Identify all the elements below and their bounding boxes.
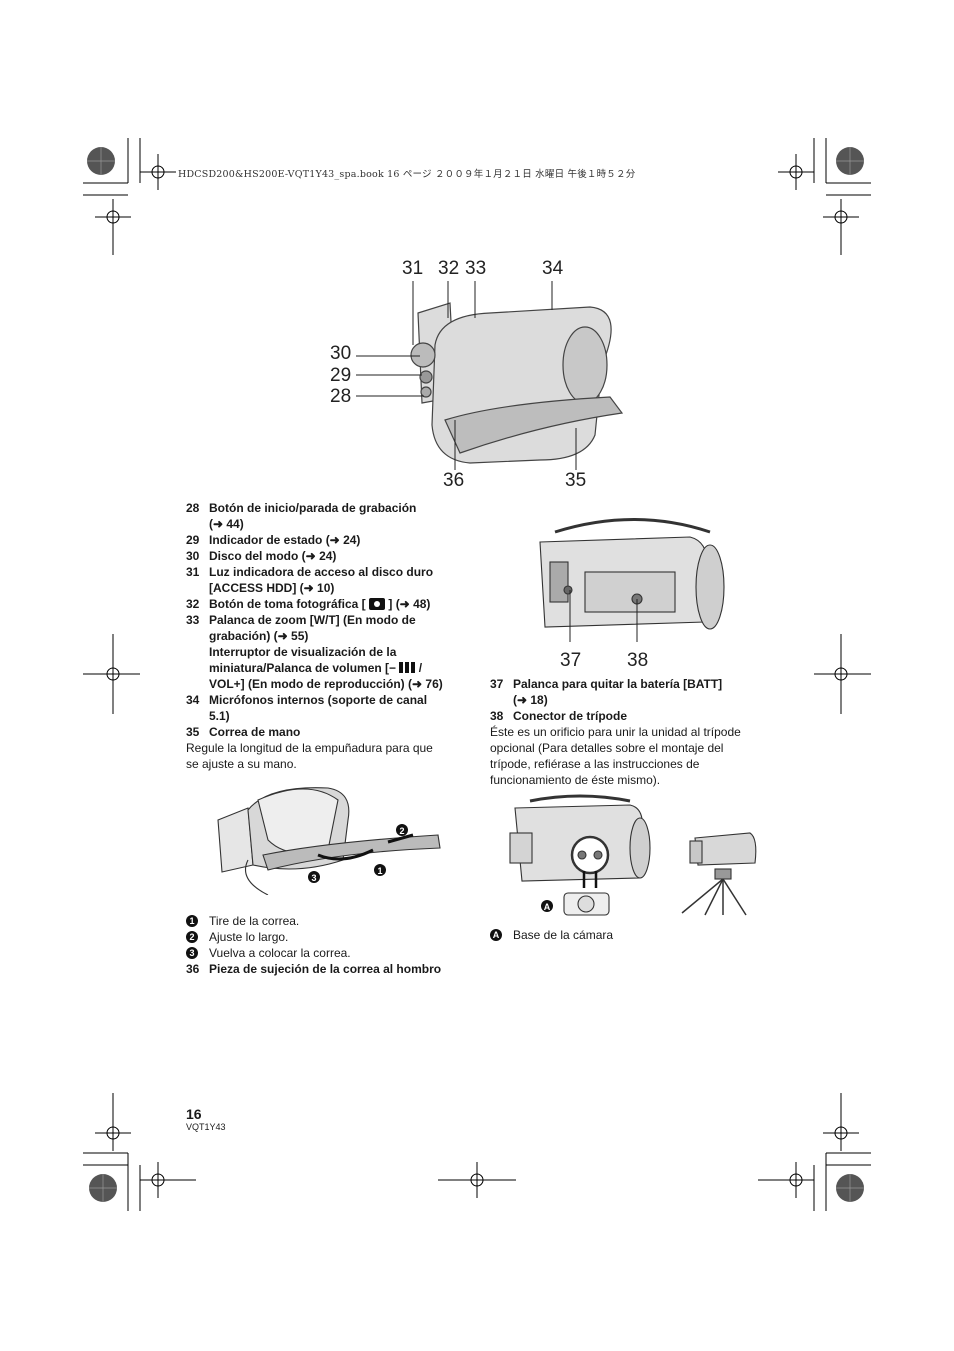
callout-38: 38 [627,650,649,671]
camera-side-illustration [410,302,624,464]
callout-33: 33 [465,258,487,279]
callout-32: 32 [438,258,460,279]
callout-35: 35 [565,470,587,491]
camera-icon [369,598,386,610]
callout-31: 31 [402,258,424,279]
callout-30: 30 [330,343,352,364]
document-code: VQT1Y43 [186,1122,226,1132]
step-3-marker: 3 [186,947,198,959]
tripod-description: Éste es un orificio para unir la unidad … [490,725,741,787]
callout-34: 34 [542,258,564,279]
callout-29: 29 [330,365,352,386]
step-1-marker: 1 [186,915,198,927]
svg-text:2: 2 [399,826,404,836]
callout-37: 37 [560,650,582,671]
file-header: HDCSD200&HS200E-VQT1Y43_spa.book 16 ページ … [178,169,636,180]
strap-description: Regule la longitud de la empuñadura para… [186,741,433,771]
callout-28: 28 [330,386,352,407]
hand-strap-illustration: 2 1 3 [217,787,441,895]
page-number: 16 [186,1106,202,1122]
svg-text:1: 1 [377,866,382,876]
tripod-mount-illustration: A [509,794,757,916]
svg-text:3: 3 [311,873,316,883]
thumbnail-grid-icon [399,662,416,673]
step-2-marker: 2 [186,931,198,943]
camera-bottom-illustration [539,518,725,642]
caption-a-marker: A [490,929,502,941]
callout-36: 36 [443,470,465,491]
camera-base-marker: A [544,902,551,912]
